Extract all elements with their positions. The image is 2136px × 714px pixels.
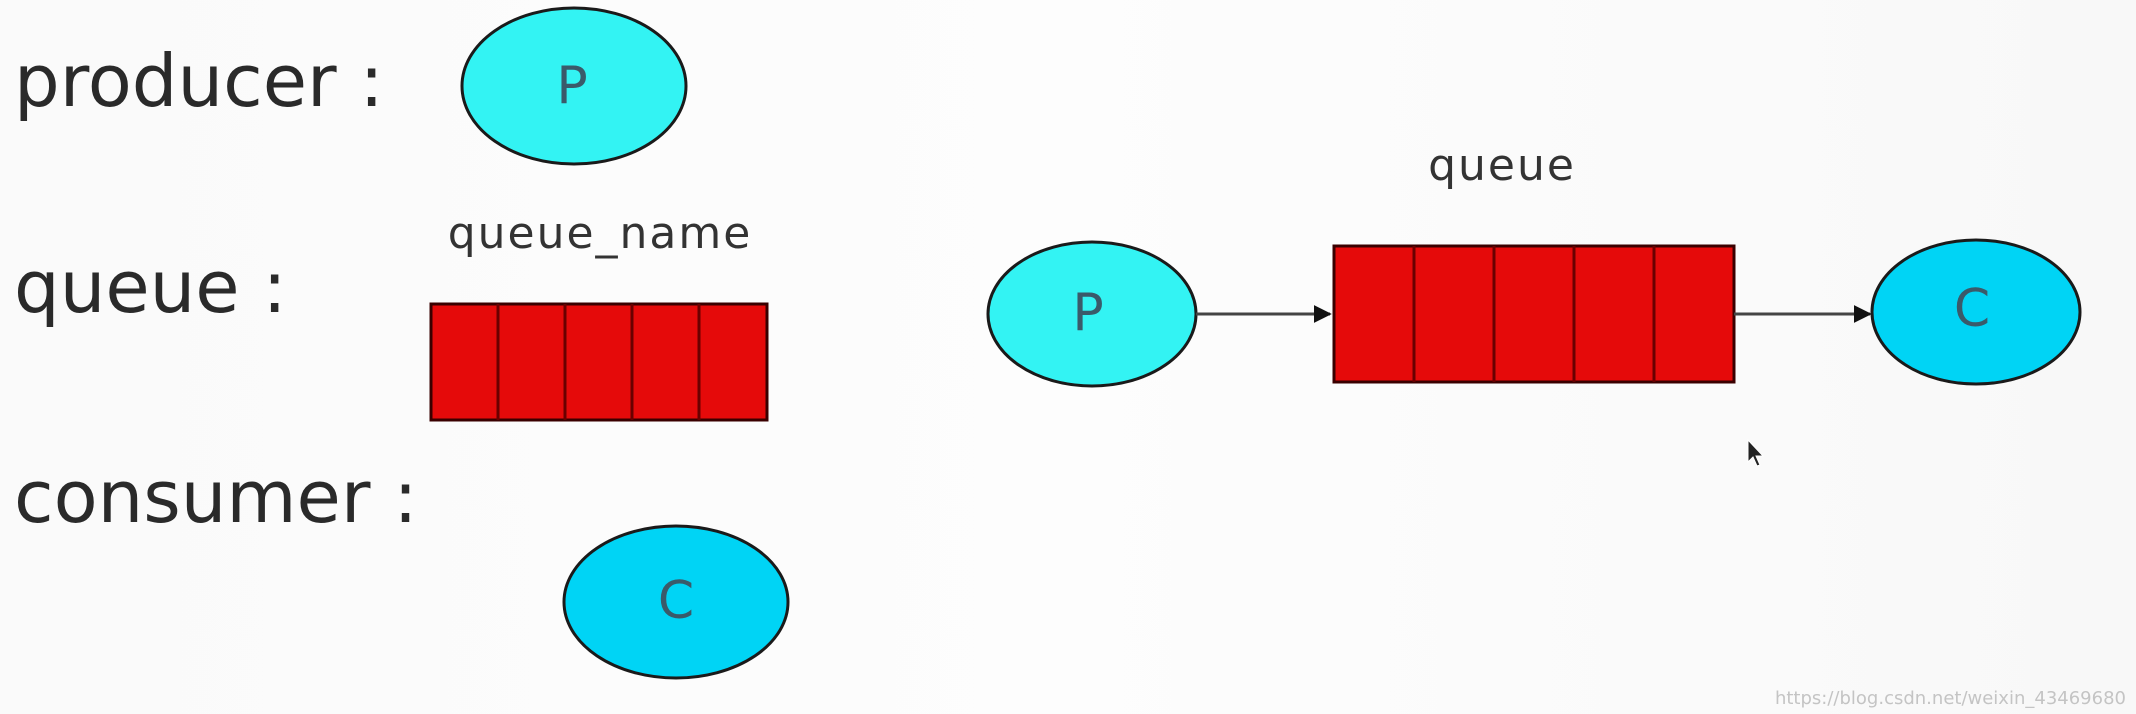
queue-legend-label: queue : [14, 245, 287, 329]
consumer-legend-label: consumer : [14, 455, 418, 539]
flow-producer-node: P [986, 240, 1198, 388]
legend-queue-caption: queue_name [448, 208, 753, 259]
legend-consumer-node: C [562, 524, 790, 680]
flow-consumer-letter: C [1954, 279, 1990, 339]
producer-legend-label: producer : [14, 39, 384, 123]
flow-queue-block [1332, 244, 1736, 384]
mouse-pointer-icon [1747, 438, 1765, 467]
legend-queue-block [429, 302, 769, 422]
legend-producer-letter: P [556, 56, 587, 116]
flow-producer-letter: P [1072, 283, 1103, 343]
flow-queue-caption: queue [1428, 140, 1576, 191]
legend-producer-node: P [460, 6, 688, 166]
watermark-text: https://blog.csdn.net/weixin_43469680 [1775, 688, 2126, 709]
flow-consumer-node: C [1870, 238, 2082, 386]
legend-consumer-letter: C [658, 571, 694, 631]
